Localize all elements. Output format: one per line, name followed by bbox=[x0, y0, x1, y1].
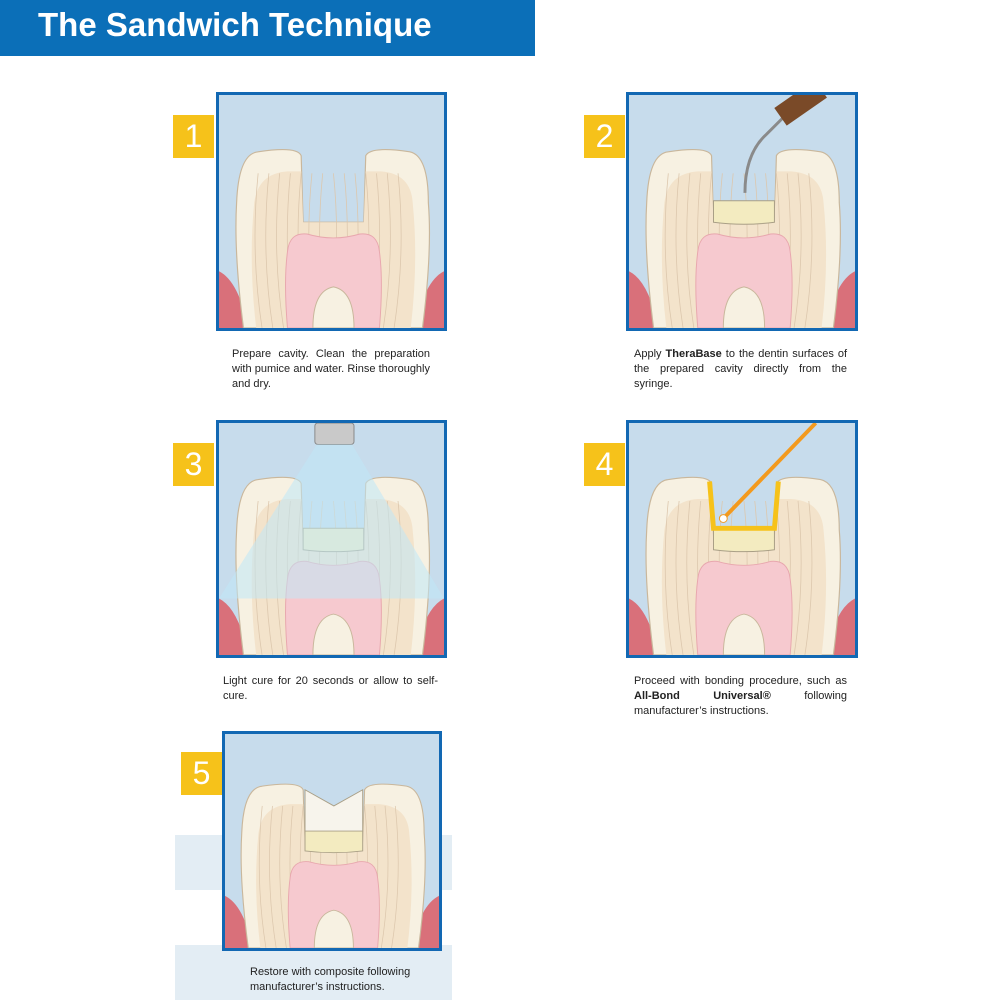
caption-text: Apply bbox=[634, 348, 666, 360]
therabase-layer bbox=[713, 527, 775, 553]
step-4-illustration bbox=[626, 420, 858, 658]
therabase-layer bbox=[713, 200, 775, 225]
curing-light-icon bbox=[219, 423, 444, 599]
product-name: All-Bond Universal® bbox=[634, 690, 771, 702]
root-gap bbox=[313, 909, 354, 948]
caption-text: Proceed with bonding procedure, such as bbox=[634, 675, 847, 687]
root-gap bbox=[312, 613, 355, 655]
bond-layer bbox=[707, 481, 781, 531]
step-5-caption: Restore with composite following manufac… bbox=[250, 966, 411, 993]
root-gap bbox=[722, 613, 766, 655]
root-gap bbox=[722, 286, 766, 328]
caption-text: to the dentin surfaces of the prepared c… bbox=[634, 348, 847, 390]
page-title: The Sandwich Technique bbox=[38, 6, 432, 43]
step-5-badge: 5 bbox=[181, 752, 222, 795]
root-gap bbox=[312, 286, 355, 328]
title-banner: The Sandwich Technique bbox=[0, 0, 535, 56]
product-name: TheraBase bbox=[665, 348, 722, 360]
background-band bbox=[175, 945, 452, 1000]
pulp bbox=[695, 560, 793, 655]
pulp bbox=[695, 233, 793, 328]
step-4-badge: 4 bbox=[584, 443, 625, 486]
composite-restoration bbox=[304, 788, 364, 832]
step-3-badge: 3 bbox=[173, 443, 214, 486]
step-1-illustration bbox=[216, 92, 447, 331]
caption-text: following manufacturer’s instructions. bbox=[634, 690, 847, 717]
syringe-icon bbox=[743, 95, 827, 193]
step-2-caption: Apply TheraBase to the dentin surfaces o… bbox=[634, 347, 847, 392]
applicator-brush-icon bbox=[718, 423, 818, 523]
step-1-caption: Prepare cavity. Clean the preparation wi… bbox=[232, 348, 430, 390]
step-5-illustration bbox=[222, 731, 442, 951]
pulp bbox=[287, 861, 380, 948]
step-4-caption: Proceed with bonding procedure, such as … bbox=[634, 674, 847, 719]
step-2-illustration bbox=[626, 92, 858, 331]
step-1-badge: 1 bbox=[173, 115, 214, 158]
pulp bbox=[285, 233, 382, 328]
step-2-badge: 2 bbox=[584, 115, 625, 158]
therabase-layer bbox=[304, 830, 364, 854]
step-3-illustration bbox=[216, 420, 447, 658]
step-3-caption: Light cure for 20 seconds or allow to se… bbox=[223, 675, 438, 702]
